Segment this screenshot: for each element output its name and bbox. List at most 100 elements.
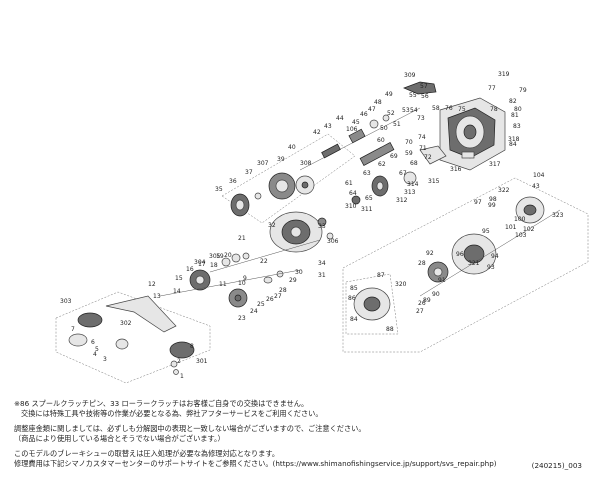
part-callout-18: 18 <box>210 262 218 269</box>
part-callout-72: 72 <box>424 154 432 161</box>
part-callout-68: 68 <box>410 160 418 167</box>
part-callout-59: 59 <box>405 150 413 157</box>
part-callout-39: 39 <box>277 156 285 163</box>
document-code: (240215)_003 <box>531 461 582 470</box>
part-callout-101: 101 <box>505 224 517 231</box>
part-callout-319: 319 <box>498 71 510 78</box>
part-callout-19: 19 <box>216 253 224 260</box>
part-callout-91: 91 <box>438 277 446 284</box>
part-callout-43: 43 <box>324 123 332 130</box>
part-callout-1: 1 <box>180 373 184 380</box>
part-callout-106: 106 <box>346 126 358 133</box>
part-callout-13: 13 <box>153 293 161 300</box>
mid-cluster <box>351 145 447 205</box>
part-callout-2: 2 <box>177 358 181 365</box>
part-callout-89: 89 <box>423 297 431 304</box>
part-callout-28: 28 <box>279 287 287 294</box>
clutch-lever <box>403 81 437 95</box>
side-plate-assembly <box>209 211 334 284</box>
part-callout-14: 14 <box>173 288 181 295</box>
part-callout-21: 21 <box>238 235 246 242</box>
part-callout-61: 61 <box>345 180 353 187</box>
pinion-shaft-assembly <box>299 107 421 171</box>
part-callout-30: 30 <box>295 269 303 276</box>
dashed-group-frame-top <box>221 133 356 224</box>
part-callout-84: 84 <box>509 141 517 148</box>
part-callout-88: 88 <box>386 326 394 333</box>
star-drag-assembly <box>159 269 301 308</box>
part-callout-63: 63 <box>363 170 371 177</box>
part-callout-24: 24 <box>250 308 258 315</box>
note-line-1: ※86 スプールクラッチピン、33 ローラークラッチはお客様ご自身での交換はでき… <box>14 399 309 408</box>
part-callout-54: 54 <box>410 107 418 114</box>
part-callout-43: 43 <box>532 183 540 190</box>
part-callout-9: 9 <box>243 275 247 282</box>
part-callout-28: 28 <box>418 260 426 267</box>
part-callout-49: 49 <box>385 91 393 98</box>
part-callout-314: 314 <box>407 181 419 188</box>
part-callout-304: 304 <box>194 259 206 266</box>
part-callout-60: 60 <box>377 137 385 144</box>
part-callout-7: 7 <box>71 326 75 333</box>
dashed-group-frame-spool <box>345 273 399 335</box>
part-callout-97: 97 <box>474 199 482 206</box>
part-callout-311: 311 <box>361 206 373 213</box>
part-callout-15: 15 <box>175 275 183 282</box>
part-callout-31: 31 <box>318 272 326 279</box>
part-callout-320: 320 <box>395 281 407 288</box>
part-callout-36: 36 <box>229 178 237 185</box>
drive-gear <box>230 172 315 217</box>
part-callout-313: 313 <box>404 189 416 196</box>
part-callout-302: 302 <box>120 320 132 327</box>
part-callout-93: 93 <box>487 264 495 271</box>
notes-section: ※86 スプールクラッチピン、33 ローラークラッチはお客様ご自身での交換はでき… <box>14 399 594 469</box>
part-callout-79: 79 <box>519 87 527 94</box>
dashed-group-frame-left <box>55 291 211 384</box>
note-line-2: 交換には特殊工具や技術等の作業が必要となる為、弊社アフターサービスをご利用くださ… <box>21 408 323 418</box>
part-callout-301: 301 <box>196 358 208 365</box>
part-callout-27: 27 <box>416 308 424 315</box>
part-callout-22: 22 <box>260 258 268 265</box>
note-line-4: （商品により使用している場合とそうでない場合がございます。） <box>14 433 225 443</box>
note-line-6: 修理費用は下記シマノカスタマーセンターのサポートサイトをご参照ください。(htt… <box>14 458 497 468</box>
part-callout-303: 303 <box>60 298 72 305</box>
handle-assembly <box>68 295 195 375</box>
part-callout-80: 80 <box>514 106 522 113</box>
part-callout-76: 76 <box>445 105 453 112</box>
dashed-group-frame-right <box>342 177 589 353</box>
part-callout-309: 309 <box>404 72 416 79</box>
part-callout-100: 100 <box>514 216 526 223</box>
part-callout-306: 306 <box>327 238 339 245</box>
part-callout-71: 71 <box>419 145 427 152</box>
part-callout-81: 81 <box>511 112 519 119</box>
part-callout-78: 78 <box>490 106 498 113</box>
part-callout-6: 6 <box>91 339 95 346</box>
main-frame-assembly <box>439 97 506 171</box>
part-callout-26: 26 <box>418 300 426 307</box>
brake-spool-assembly <box>353 196 561 321</box>
part-callout-77: 77 <box>488 85 496 92</box>
callout-labels: 3094948474645444342403930830737363510652… <box>60 71 564 380</box>
part-callout-12: 12 <box>148 281 156 288</box>
part-callout-23: 23 <box>238 315 246 322</box>
part-callout-316: 316 <box>450 166 462 173</box>
part-callout-308: 308 <box>300 160 312 167</box>
part-callout-70: 70 <box>405 139 413 146</box>
part-callout-74: 74 <box>418 134 426 141</box>
part-callout-84: 84 <box>350 316 358 323</box>
part-callout-322: 322 <box>498 187 510 194</box>
part-callout-8: 8 <box>190 343 194 350</box>
part-callout-46: 46 <box>360 111 368 118</box>
part-callout-102: 102 <box>523 226 535 233</box>
part-callout-86: 86 <box>348 295 356 302</box>
part-callout-96: 96 <box>456 251 464 258</box>
part-callout-307: 307 <box>257 160 269 167</box>
part-callout-48: 48 <box>374 99 382 106</box>
part-callout-55: 55 <box>409 92 417 99</box>
part-callout-25: 25 <box>257 301 265 308</box>
part-callout-90: 90 <box>432 291 440 298</box>
part-callout-45: 45 <box>352 119 360 126</box>
part-callout-69: 69 <box>390 153 398 160</box>
part-callout-51: 51 <box>393 121 401 128</box>
part-callout-83: 83 <box>513 123 521 130</box>
